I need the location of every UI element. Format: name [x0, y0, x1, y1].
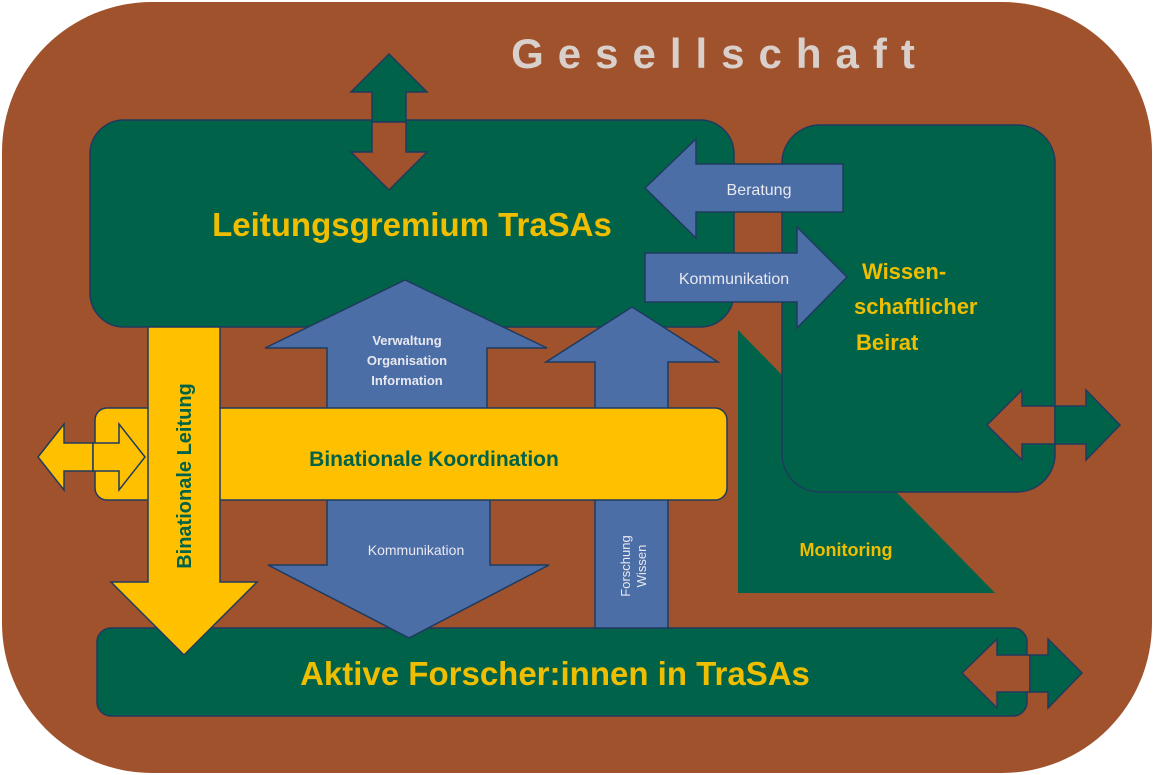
monitoring-label: Monitoring: [800, 540, 893, 560]
beirat-double-arrow: [985, 388, 1122, 462]
kommunikation-right-label: Kommunikation: [679, 271, 789, 288]
beirat-line-1: Wissen-: [862, 259, 946, 284]
society-label: Gesellschaft: [511, 30, 929, 77]
verwaltung-line-2: Organisation: [367, 353, 447, 368]
beirat-box: [781, 124, 1056, 493]
beratung-arrow: [643, 137, 844, 240]
binationale-leitung-arrow: [109, 326, 259, 657]
beratung-label: Beratung: [727, 182, 792, 199]
kommunikation-right-arrow: [644, 225, 849, 330]
forschung-label: Forschung: [618, 535, 633, 596]
verwaltung-line-3: Information: [371, 373, 443, 388]
binationale-leitung-label: Binationale Leitung: [174, 383, 196, 569]
leitungsgremium-title: Leitungsgremium TraSAs: [212, 206, 612, 243]
kommunikation-down-label: Kommunikation: [368, 542, 465, 558]
kommunikation-down-arrow: [267, 489, 550, 639]
beirat-line-2: schaftlicher: [854, 294, 978, 319]
society-leitung-double-arrow: [349, 52, 429, 192]
verwaltung-line-1: Verwaltung: [372, 333, 441, 348]
forscher-double-arrow: [960, 637, 1084, 710]
forscher-title: Aktive Forscher:innen in TraSAs: [300, 655, 810, 692]
wissen-label: Wissen: [634, 545, 649, 588]
koordination-double-arrow: [37, 421, 146, 493]
beirat-line-3: Beirat: [856, 330, 919, 355]
koordination-title: Binationale Koordination: [309, 448, 559, 471]
